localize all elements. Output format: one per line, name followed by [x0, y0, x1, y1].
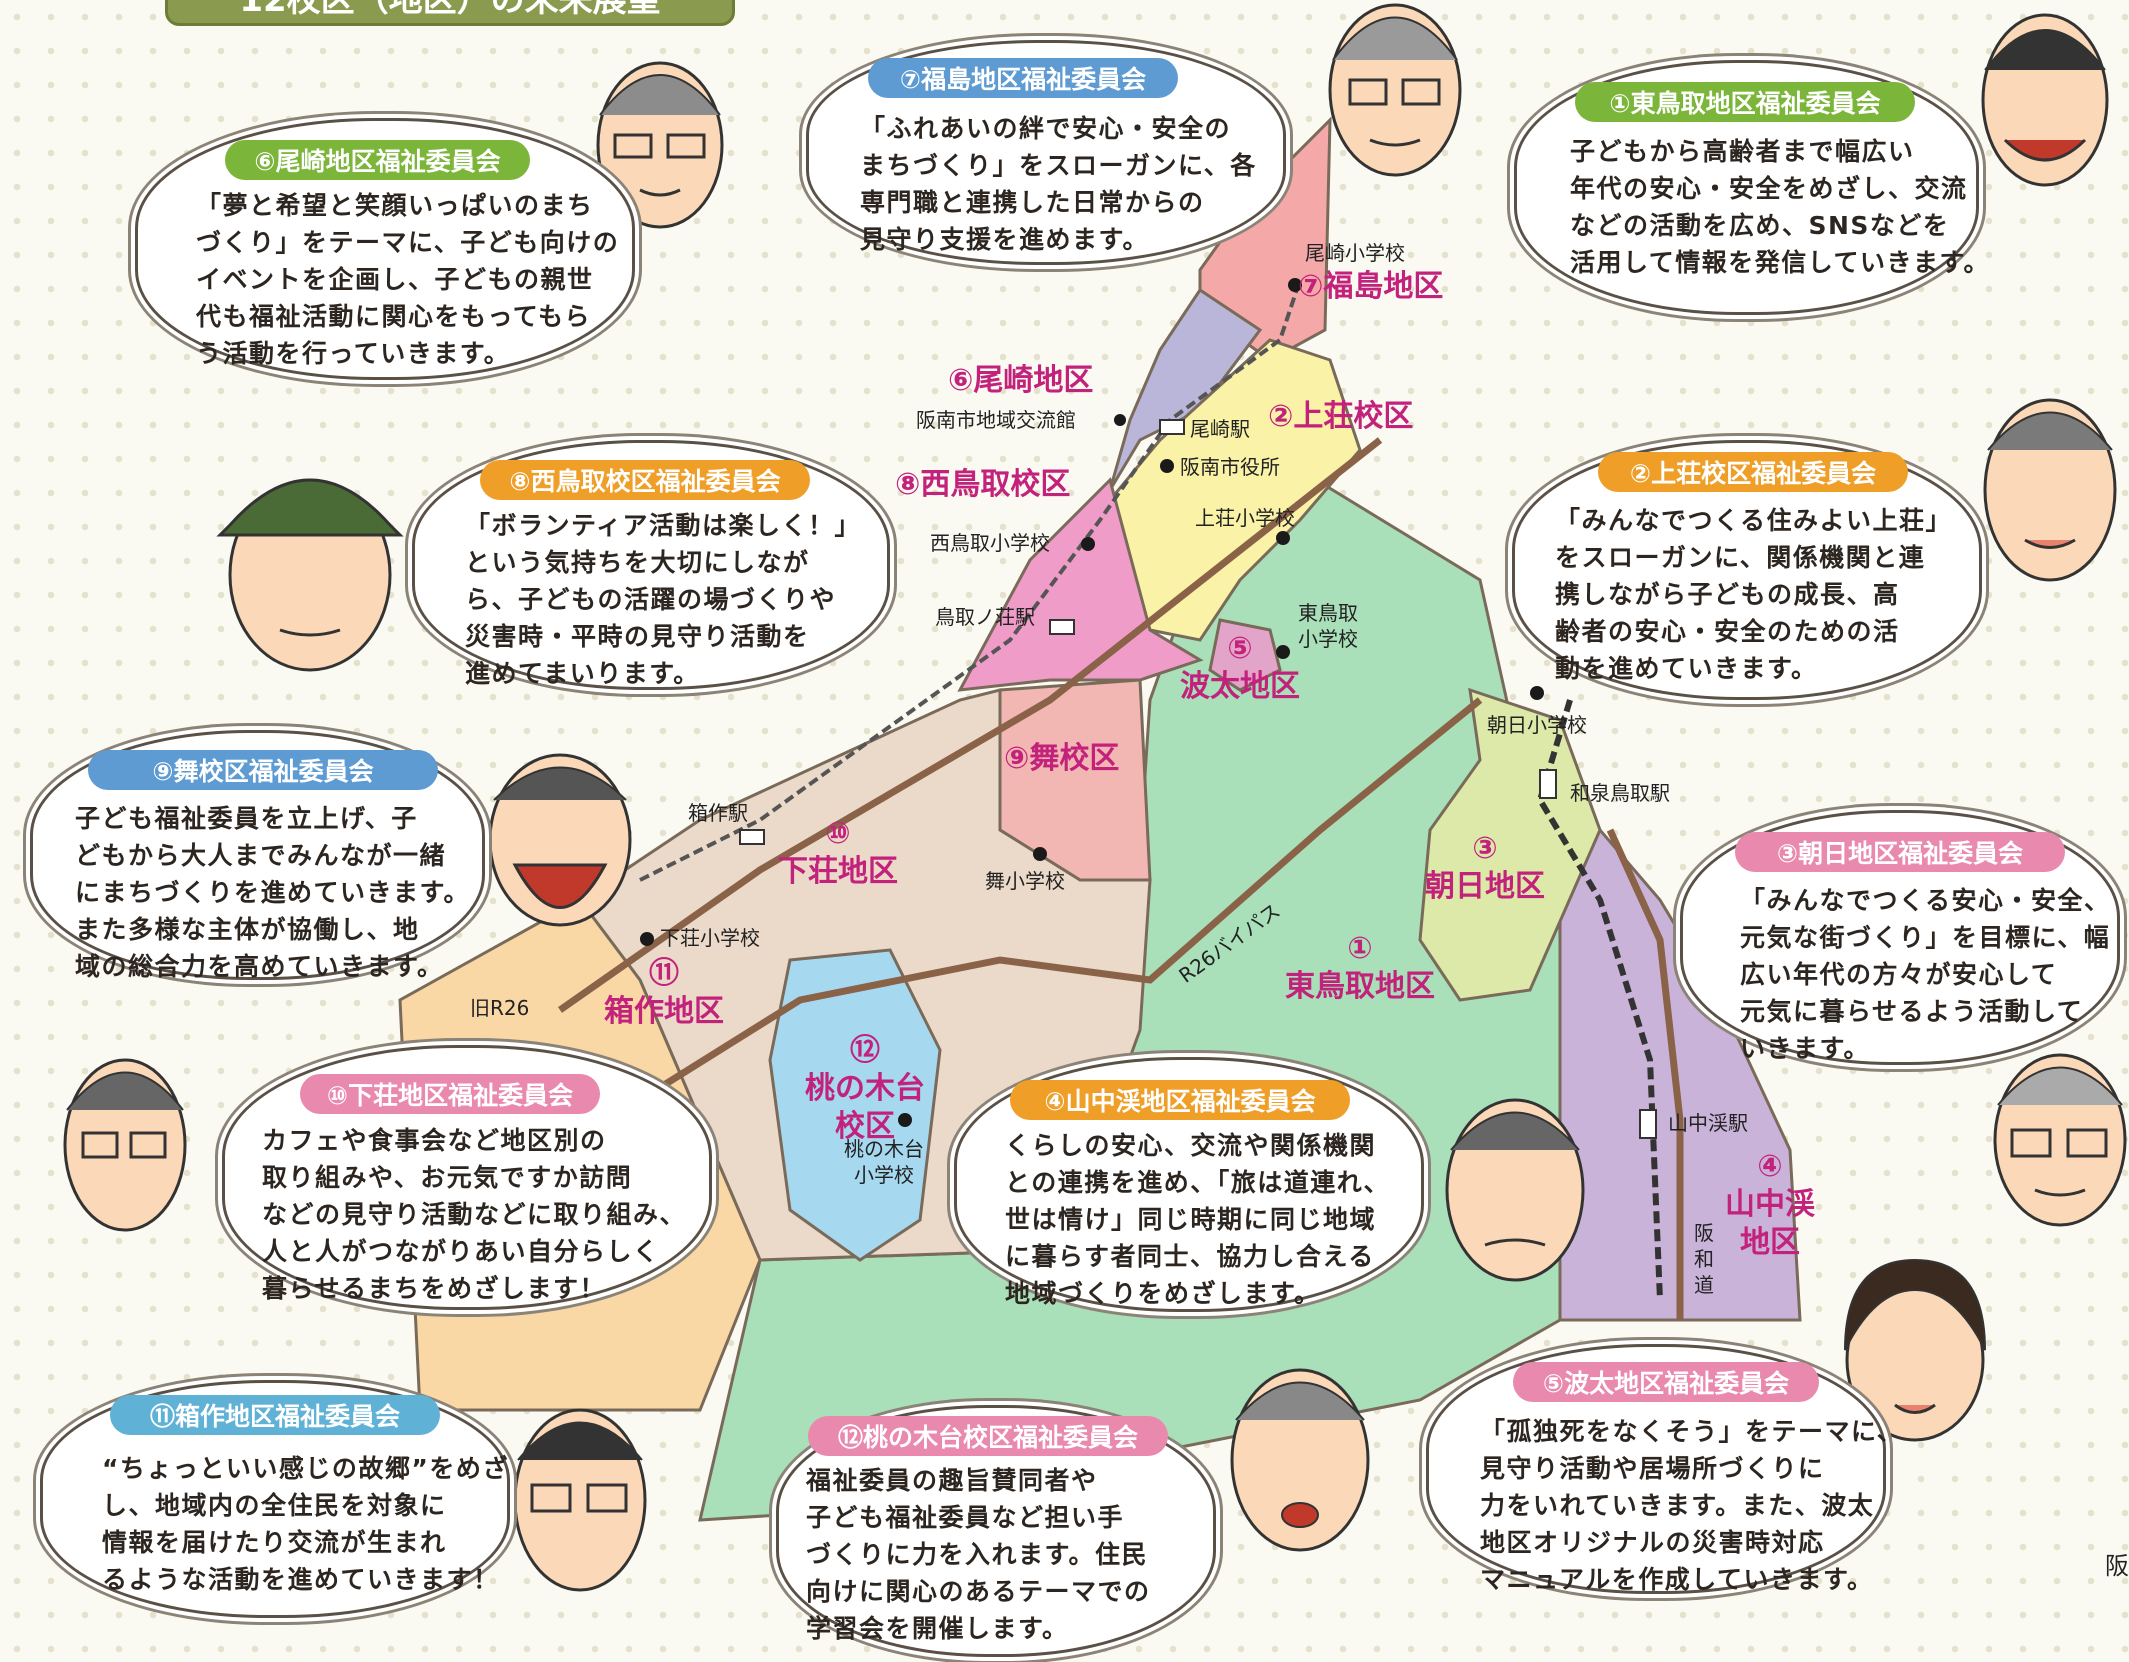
label-hanwa-road: 阪和道: [1694, 1221, 1714, 1297]
mai-school-dot: [1033, 847, 1047, 861]
face-yamanakadani: [1445, 1098, 1585, 1282]
face-nami: [1844, 1258, 1986, 1442]
page-header: 12校区（地区）の未来展望: [165, 0, 735, 26]
text-mai: 子ども福祉委員を立上げ、子 どもから大人までみんなが一緒 にまちづくりを進めてい…: [75, 804, 471, 981]
label-kamisho-school: 上荘小学校: [1195, 506, 1295, 530]
label-community-hall: 阪南市地域交流館: [916, 408, 1076, 432]
district-label-nishitottori: ⑧西鳥取校区: [895, 467, 1071, 502]
momonokidai-school-dot: [898, 1113, 912, 1127]
railway: [639, 279, 1302, 882]
face-momonokidai: [1230, 1368, 1370, 1552]
title-higashitottori: ①東鳥取地区福祉委員会: [1575, 82, 1915, 122]
district-label-kamisho: ②上荘校区: [1268, 399, 1414, 434]
region-asahi: [1418, 687, 1602, 1002]
title-momonokidai: ⑫桃の木台校区福祉委員会: [808, 1416, 1168, 1456]
text-kamisho: 「みんなでつくる住みよい上荘」 をスローガンに、関係機関と連 携しながら子どもの…: [1555, 506, 1953, 683]
hanwa-road: [1606, 828, 1684, 1320]
label-asahi-school: 朝日小学校: [1487, 713, 1587, 737]
edge-text: 阪: [2105, 1552, 2129, 1580]
nishitottori-school-dot: [1081, 537, 1095, 551]
old-r26-road: [557, 437, 1383, 1013]
face-fukushima: [1328, 3, 1462, 177]
r26-road: [638, 697, 1483, 1103]
face-ozaki: [596, 61, 724, 229]
title-shimosho: ⑩下荘地区福祉委員会: [300, 1074, 600, 1114]
label-shimosho-school: 下荘小学校: [660, 926, 760, 950]
region-nishitottori: [957, 477, 1204, 692]
jr-railway: [1536, 699, 1663, 1301]
text-asahi: 「みんなでつくる安心・安全、 元気な街づくり」を目標に、幅 広い年代の方々が安心…: [1740, 886, 2111, 1063]
text-momonokidai: 福祉委員の趣旨賛同者や 子ども福祉委員など担い手 づくりに力を入れます。住民 向…: [806, 1466, 1151, 1643]
text-higashitottori: 子どもから高齢者まで幅広い 年代の安心・安全をめざし、交流 などの活動を広め、S…: [1570, 137, 1991, 277]
district-label-ozaki: ⑥尾崎地区: [948, 363, 1094, 398]
region-ozaki: [1108, 287, 1263, 491]
label-higashitottori-school: 東鳥取 小学校: [1298, 601, 1365, 651]
text-nami: 「孤独死をなくそう」をテーマに、 見守り活動や居場所づくりに 力をいれていきます…: [1480, 1417, 1904, 1594]
title-nishitottori: ⑧西鳥取校区福祉委員会: [480, 460, 810, 500]
asahi-school-dot: [1530, 686, 1544, 700]
yamanakadani-station-marker: [1639, 1109, 1657, 1139]
face-shimosho: [63, 1058, 187, 1232]
region-nami: [1208, 618, 1282, 692]
label-nishitottori-school: 西鳥取小学校: [930, 531, 1050, 555]
hakotsukuri-station-marker: [739, 829, 765, 845]
text-fukushima: 「ふれあいの絆で安心・安全の まちづくり」をスローガンに、各 専門職と連携した日…: [860, 114, 1257, 254]
district-label-mai: ⑨舞校区: [1004, 741, 1120, 776]
label-ozaki-school: 尾崎小学校: [1305, 241, 1405, 265]
tottorinosho-station-marker: [1049, 619, 1075, 635]
text-yamanakadani: くらしの安心、交流や関係機関 との連携を進め、「旅は道連れ、 世は情け」同じ時期…: [1005, 1131, 1391, 1308]
kamisho-school-dot: [1276, 531, 1290, 545]
region-momonokidai: [768, 948, 942, 1262]
label-izumitottori-station: 和泉鳥取駅: [1570, 781, 1670, 805]
title-kamisho: ②上荘校区福祉委員会: [1598, 452, 1908, 492]
ozaki-station-marker: [1159, 419, 1185, 435]
text-shimosho: カフェや食事会など地区別の 取り組みや、お元気ですか訪問 などの見守り活動などに…: [262, 1126, 687, 1303]
shimosho-school-dot: [640, 932, 654, 946]
text-hakotsukuri: “ちょっといい感じの故郷”をめざ し、地域内の全住民を対象に 情報を届けたり交流…: [102, 1454, 509, 1594]
label-ozaki-station: 尾崎駅: [1190, 417, 1250, 441]
title-asahi: ③朝日地区福祉委員会: [1735, 832, 2065, 872]
label-hakotsukuri-station: 箱作駅: [688, 801, 748, 825]
title-ozaki: ⑥尾崎地区福祉委員会: [225, 140, 530, 180]
face-mai: [488, 753, 632, 927]
label-city-hall: 阪南市役所: [1180, 455, 1280, 479]
district-label-fukushima: ⑦福島地区: [1298, 269, 1444, 304]
text-nishitottori: 「ボランティア活動は楽しく！」 という気持ちを大切にしなが ら、子どもの活躍の場…: [465, 511, 862, 688]
title-nami: ⑤波太地区福祉委員会: [1513, 1362, 1819, 1402]
label-yamanakadani-station: 山中渓駅: [1668, 1111, 1748, 1135]
label-tottorinosho-station: 鳥取ノ荘駅: [935, 605, 1035, 629]
face-nishitottori: [216, 478, 404, 672]
community-hall-dot: [1114, 414, 1126, 426]
text-ozaki: 「夢と希望と笑顔いっぱいのまち づくり」をテーマに、子ども向けの イベントを企画…: [196, 191, 620, 368]
city-hall-dot: [1160, 459, 1174, 473]
label-old-r26: 旧R26: [470, 996, 530, 1020]
face-hakotsukuri: [513, 1408, 647, 1592]
title-fukushima: ⑦福島地区福祉委員会: [868, 58, 1178, 98]
ozaki-school-dot: [1288, 278, 1302, 292]
nami-school-dot: [1276, 645, 1290, 659]
region-kamisho: [1108, 338, 1362, 642]
label-momonokidai-school: 桃の木台 小学校: [844, 1137, 931, 1187]
title-hakotsukuri: ⑪箱作地区福祉委員会: [110, 1395, 440, 1435]
face-higashitottori: [1981, 13, 2109, 187]
title-mai: ⑨舞校区福祉委員会: [88, 750, 438, 790]
face-asahi: [1993, 1053, 2127, 1227]
label-mai-school: 舞小学校: [985, 869, 1065, 893]
title-yamanakadani: ④山中渓地区福祉委員会: [1010, 1080, 1350, 1120]
izumitottori-station-marker: [1539, 769, 1557, 799]
face-kamisho: [1983, 398, 2117, 582]
